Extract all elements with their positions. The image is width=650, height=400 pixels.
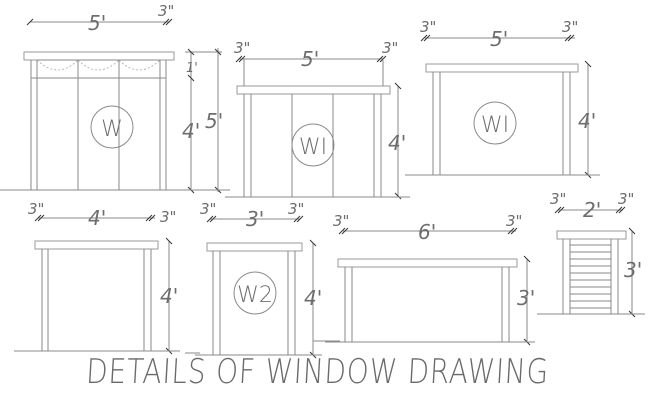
window-w1-elevation-a: 3" 3" 5' WI 4' <box>225 39 415 200</box>
height-dimension-label: 4' <box>160 284 178 308</box>
overall-height-dimension-label: 5' <box>205 109 223 133</box>
height-dimension-label: 4' <box>182 119 200 143</box>
width-dimension-label: 5' <box>88 11 106 35</box>
width-dimension-label: 5' <box>490 27 508 51</box>
left-dimension-label: 3" <box>28 200 44 218</box>
right-dimension-label: 3" <box>506 212 522 230</box>
height-dimension-label: 4' <box>388 131 406 155</box>
transom-dimension-label: 1' <box>186 61 198 76</box>
window-tag: WI <box>481 113 509 138</box>
window-tag: WI <box>299 135 327 160</box>
window-tag: W2 <box>237 283 273 308</box>
window-w-elevation: 5' 3" W 1' 4' 5' <box>0 2 230 194</box>
right-dimension-label: 3" <box>160 208 176 226</box>
right-dimension-label: 3" <box>562 18 578 36</box>
width-dimension-label: 4' <box>88 206 106 230</box>
width-dimension-label: 3' <box>246 207 264 231</box>
left-dimension-label: 3" <box>234 39 250 57</box>
window-4ft-elevation: 3" 3" 4' 4' <box>14 200 200 355</box>
window-6ft-elevation: 3" 3" 6' 3' <box>325 212 535 346</box>
width-dimension-label: 2' <box>583 198 601 222</box>
right-dimension-label: 3" <box>618 190 634 208</box>
width-dimension-label: 5' <box>301 47 319 71</box>
drawing-title: DETAILS OF WINDOW DRAWING <box>85 352 551 392</box>
left-dimension-label: 3" <box>550 190 566 208</box>
height-dimension-label: 3' <box>517 286 535 310</box>
right-dimension-label: 3" <box>288 200 304 218</box>
height-dimension-label: 4' <box>578 109 596 133</box>
side-dimension-label: 3" <box>158 2 174 20</box>
window-tag: W <box>101 117 123 142</box>
window-w1-elevation-b: 3" 3" 5' WI 4' <box>410 18 600 179</box>
louver-window-elevation: 3" 3" 2' 3' <box>537 190 645 318</box>
left-dimension-label: 3" <box>333 212 349 230</box>
window-tag-circle <box>90 105 134 149</box>
right-dimension-label: 3" <box>382 39 398 57</box>
louver-slats <box>570 244 611 309</box>
height-dimension-label: 3' <box>624 258 642 282</box>
left-dimension-label: 3" <box>200 200 216 218</box>
left-dimension-label: 3" <box>420 18 436 36</box>
window-w2-elevation: 3" 3" 3' W2 4' <box>195 200 340 359</box>
width-dimension-label: 6' <box>418 220 436 244</box>
height-dimension-label: 4' <box>304 286 322 310</box>
